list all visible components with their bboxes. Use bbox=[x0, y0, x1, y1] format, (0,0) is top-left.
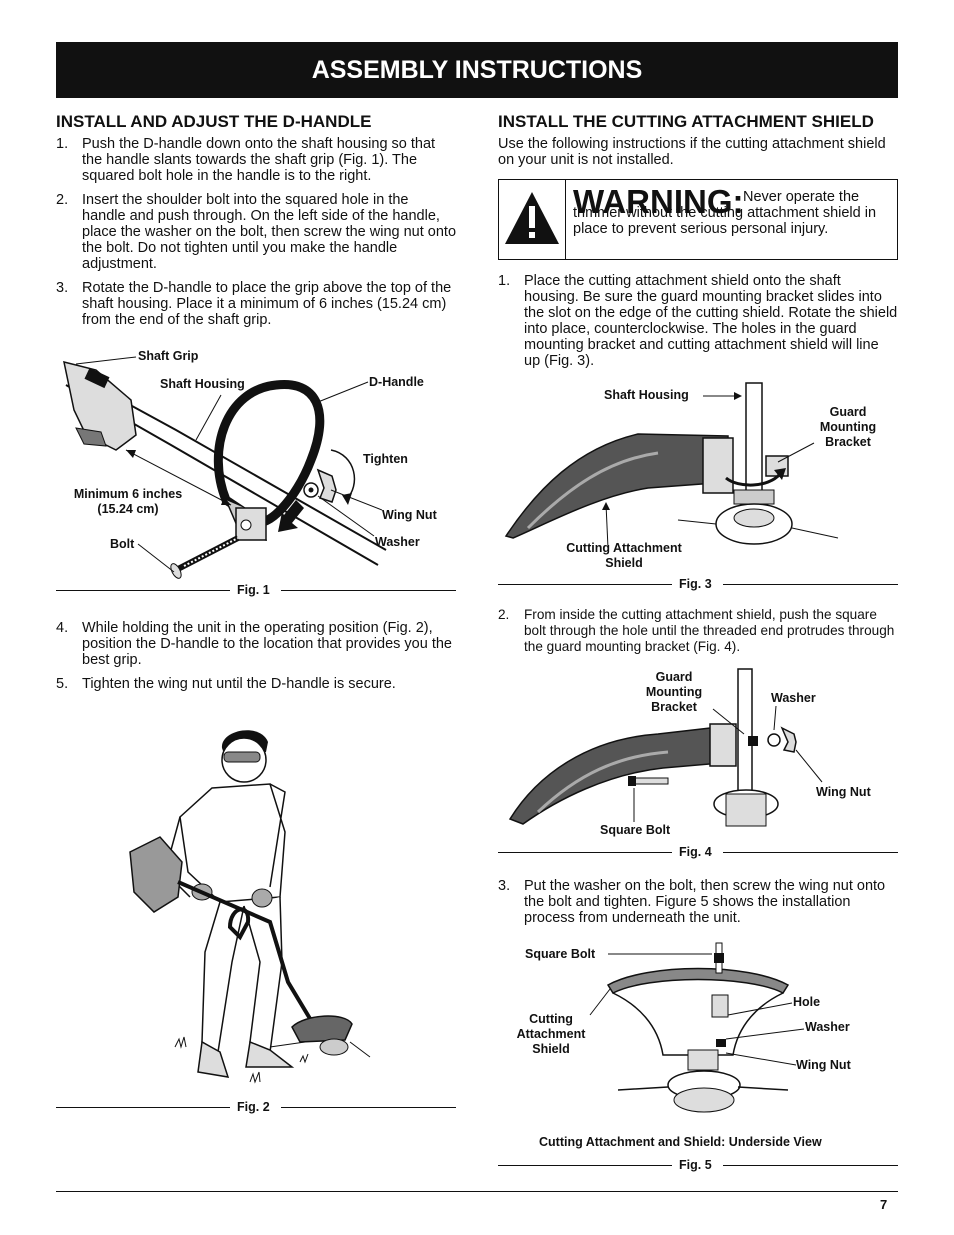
step-text: Insert the shoulder bolt into the square… bbox=[82, 192, 457, 272]
fig1-caption: Fig. 1 bbox=[237, 583, 270, 597]
fig5-label-square-bolt: Square Bolt bbox=[525, 947, 596, 961]
step-text: Push the D-handle down onto the shaft ho… bbox=[82, 136, 436, 184]
right-step-2-num: 2. bbox=[498, 607, 510, 622]
fig3-label-shield: Cutting Attachment Shield bbox=[554, 541, 694, 571]
left-column: INSTALL AND ADJUST THE D-HANDLE 1. Push t… bbox=[56, 112, 456, 336]
fig5-label-shield-3: Shield bbox=[532, 1042, 570, 1056]
fig1-label-minimum-cm: (15.24 cm) bbox=[97, 502, 159, 516]
step-text: Tighten the wing nut until the D-handle … bbox=[82, 676, 396, 692]
figure-2 bbox=[120, 722, 380, 1092]
step-num: 3. bbox=[56, 280, 69, 296]
fig2-illustration bbox=[129, 730, 371, 1084]
fig1-label-minimum: Minimum 6 inches (15.24 cm) bbox=[64, 487, 192, 517]
fig1-illustration bbox=[63, 356, 387, 579]
right-step1-wrap: 1. Place the cutting attachment shield o… bbox=[498, 273, 898, 377]
right-step2-wrap: 2. From inside the cutting attachment sh… bbox=[498, 607, 898, 663]
figure-1: Shaft Grip Shaft Housing D-Handle Tighte… bbox=[56, 340, 456, 605]
figure-4: Guard Mounting Bracket Washer Wing Nut S… bbox=[498, 664, 898, 844]
right-step-2-text: From inside the cutting attachment shiel… bbox=[524, 607, 895, 654]
fig3-label-guard-2: Mounting bbox=[819, 420, 877, 434]
fig5-label-shield-2: Attachment bbox=[516, 1027, 586, 1041]
right-step-3-text: Put the washer on the bolt, then screw t… bbox=[524, 878, 886, 926]
step-text: Rotate the D-handle to place the grip ab… bbox=[82, 280, 452, 328]
right-step-3-num: 3. bbox=[498, 878, 511, 894]
fig4-label-wing-nut: Wing Nut bbox=[816, 785, 871, 799]
right-heading: INSTALL THE CUTTING ATTACHMENT SHIELD bbox=[498, 112, 874, 131]
left-steps-a: 1. Push the D-handle down onto the shaft … bbox=[56, 136, 456, 328]
figure-5: Square Bolt Cutting Attachment Shield Ho… bbox=[498, 935, 898, 1155]
fig4-label-washer: Washer bbox=[771, 691, 816, 705]
right-step-1-text: Place the cutting attachment shield onto… bbox=[524, 273, 898, 369]
right-step-1-num: 1. bbox=[498, 273, 511, 289]
fig3-label-guard-3: Bracket bbox=[825, 435, 871, 449]
step-text: While holding the unit in the operating … bbox=[82, 620, 452, 668]
step-item: 4. While holding the unit in the operatin… bbox=[56, 620, 456, 668]
warning-box: WARNING: Never operate the trimmer witho… bbox=[498, 179, 898, 260]
fig4-caption: Fig. 4 bbox=[679, 845, 712, 859]
warning-text: Never operate the trimmer without the cu… bbox=[573, 189, 877, 237]
fig3-label-shield-1: Cutting Attachment bbox=[566, 541, 682, 555]
fig4-label-guard-2: Mounting bbox=[645, 685, 703, 699]
right-column: INSTALL THE CUTTING ATTACHMENT SHIELD Us… bbox=[498, 112, 898, 168]
fig1-label-minimum-in: Minimum 6 inches bbox=[73, 487, 183, 501]
fig3-label-shaft-housing: Shaft Housing bbox=[604, 388, 689, 402]
fig1-label-d-handle: D-Handle bbox=[369, 375, 424, 389]
fig5-caption-row: Fig. 5 bbox=[498, 1158, 898, 1172]
left-steps-b: 4. While holding the unit in the operatin… bbox=[56, 620, 456, 692]
fig1-label-shaft-grip: Shaft Grip bbox=[138, 349, 199, 363]
fig5-illustration bbox=[589, 942, 805, 1113]
step-num: 2. bbox=[56, 192, 69, 208]
section-banner: ASSEMBLY INSTRUCTIONS bbox=[56, 42, 898, 98]
fig5-subtitle: Cutting Attachment and Shield: Underside… bbox=[539, 1135, 822, 1149]
step-num: 5. bbox=[56, 676, 69, 692]
fig1-label-shaft-housing: Shaft Housing bbox=[160, 377, 245, 391]
fig5-label-washer: Washer bbox=[805, 1020, 850, 1034]
fig3-caption: Fig. 3 bbox=[679, 577, 712, 591]
fig4-caption-row: Fig. 4 bbox=[498, 845, 898, 859]
fig5-label-shield-1: Cutting bbox=[529, 1012, 573, 1026]
right-step-2: 2. From inside the cutting attachment sh… bbox=[498, 607, 898, 655]
fig5-label-shield: Cutting Attachment Shield bbox=[508, 1012, 594, 1057]
fig4-label-guard-bracket: Guard Mounting Bracket bbox=[632, 670, 716, 715]
warning-title: WARNING: bbox=[573, 183, 744, 220]
fig2-caption-row: Fig. 2 bbox=[56, 1100, 456, 1114]
fig3-label-shield-2: Shield bbox=[605, 556, 643, 570]
right-step3-wrap: 3. Put the washer on the bolt, then scre… bbox=[498, 878, 898, 934]
fig4-label-guard-1: Guard bbox=[655, 670, 693, 684]
fig1-label-bolt: Bolt bbox=[110, 537, 135, 551]
fig5-caption: Fig. 5 bbox=[679, 1158, 712, 1172]
fig1-caption-row: Fig. 1 bbox=[56, 583, 456, 597]
step-num: 4. bbox=[56, 620, 69, 636]
fig2-caption: Fig. 2 bbox=[237, 1100, 270, 1114]
fig1-label-washer: Washer bbox=[375, 535, 420, 549]
footer-rule bbox=[56, 1191, 898, 1192]
fig3-illustration bbox=[504, 382, 839, 549]
fig4-label-guard-3: Bracket bbox=[651, 700, 697, 714]
step-item: 3. Rotate the D-handle to place the grip … bbox=[56, 280, 456, 328]
step-item: 5. Tighten the wing nut until the D-handl… bbox=[56, 676, 456, 692]
fig1-label-wing-nut: Wing Nut bbox=[382, 508, 437, 522]
step-num: 1. bbox=[56, 136, 69, 152]
fig3-label-guard-bracket: Guard Mounting Bracket bbox=[812, 405, 884, 450]
fig3-label-guard-1: Guard bbox=[829, 405, 867, 419]
fig4-illustration bbox=[508, 668, 823, 827]
step-item: 2. Insert the shoulder bolt into the squa… bbox=[56, 192, 456, 272]
right-step-1: 1. Place the cutting attachment shield o… bbox=[498, 273, 898, 369]
warning-triangle-icon bbox=[499, 180, 566, 259]
fig5-label-wing-nut: Wing Nut bbox=[796, 1058, 851, 1072]
fig1-label-tighten: Tighten bbox=[363, 452, 408, 466]
fig3-caption-row: Fig. 3 bbox=[498, 577, 898, 591]
left-heading: INSTALL AND ADJUST THE D-HANDLE bbox=[56, 112, 372, 131]
fig5-label-hole: Hole bbox=[793, 995, 821, 1009]
right-intro: Use the following instructions if the cu… bbox=[498, 136, 886, 168]
right-step-3: 3. Put the washer on the bolt, then scre… bbox=[498, 878, 898, 926]
step-item: 1. Push the D-handle down onto the shaft … bbox=[56, 136, 456, 184]
fig4-label-square-bolt: Square Bolt bbox=[600, 823, 671, 837]
page-number: 7 bbox=[880, 1197, 888, 1212]
left-steps-b-wrap: 4. While holding the unit in the operatin… bbox=[56, 620, 456, 700]
figure-3: Shaft Housing Guard Mounting Bracket Cut… bbox=[498, 378, 898, 578]
